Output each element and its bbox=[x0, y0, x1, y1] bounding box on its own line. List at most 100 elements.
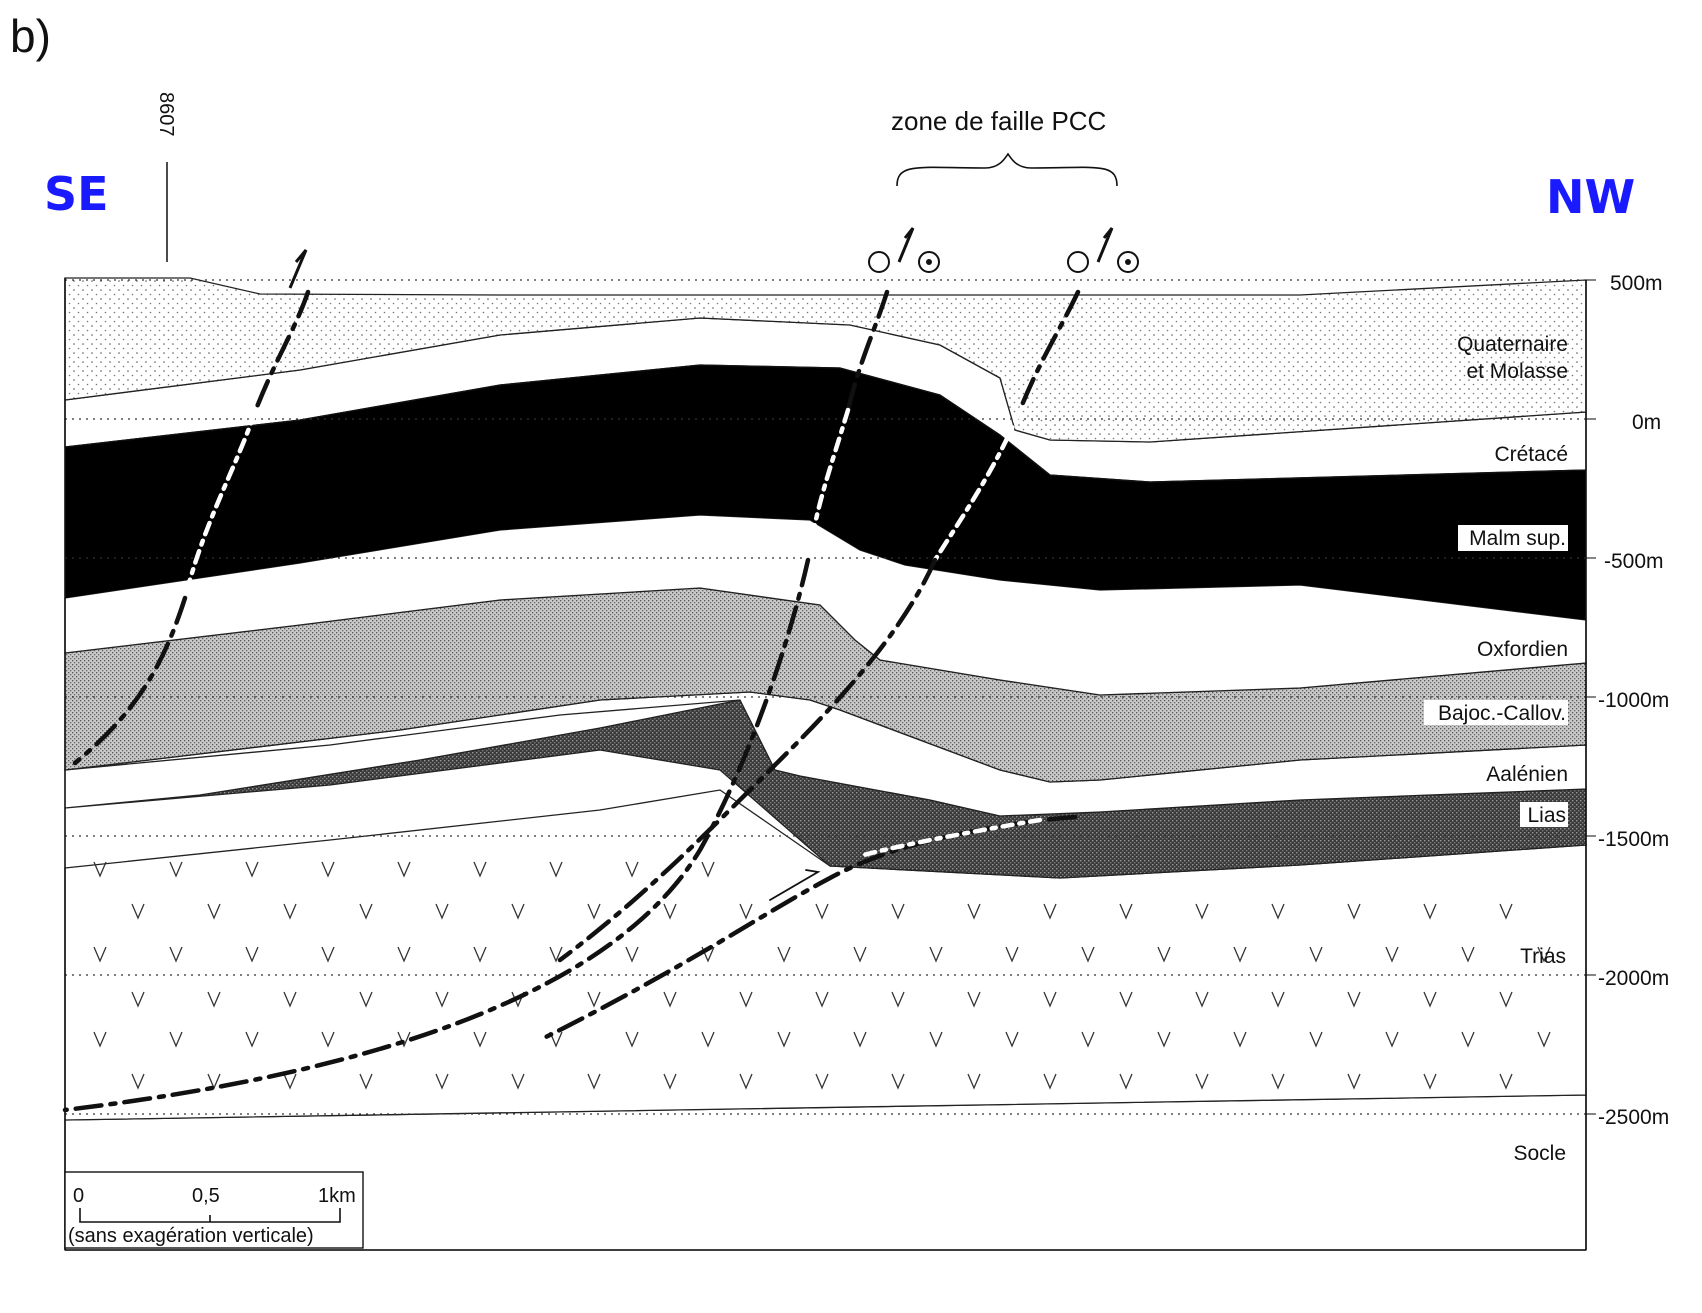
trias-v-mark bbox=[663, 903, 677, 920]
trias-v-mark bbox=[435, 903, 449, 920]
trias-v-mark bbox=[1271, 903, 1285, 920]
scale-tick-0: 0 bbox=[73, 1185, 84, 1207]
trias-v-mark bbox=[321, 1031, 335, 1048]
trias-v-mark bbox=[1423, 903, 1437, 920]
strata bbox=[64, 277, 1587, 1251]
label-cretace: Crétacé bbox=[1494, 443, 1568, 466]
trias-v-mark bbox=[1271, 991, 1285, 1008]
trias-v-mark bbox=[435, 1073, 449, 1090]
label-malm-box bbox=[1458, 525, 1568, 551]
trias-v-mark bbox=[625, 1031, 639, 1048]
trias-v-mark bbox=[1385, 1031, 1399, 1048]
well-marker: 8607 bbox=[155, 92, 177, 262]
trias-v-mark bbox=[1499, 1073, 1513, 1090]
trias-v-mark bbox=[929, 1031, 943, 1048]
well-label: 8607 bbox=[155, 92, 177, 137]
trias-v-mark bbox=[1043, 991, 1057, 1008]
layer-malm bbox=[65, 365, 1586, 620]
trias-v-mark bbox=[93, 1031, 107, 1048]
trias-v-mark bbox=[245, 946, 259, 963]
trias-v-mark bbox=[549, 861, 563, 878]
trias-v-mark bbox=[321, 861, 335, 878]
faults bbox=[62, 289, 1081, 1113]
trias-v-mark bbox=[777, 1031, 791, 1048]
trias-v-mark bbox=[1309, 1031, 1323, 1048]
label-quaternaire: Quaternaire bbox=[1457, 333, 1568, 356]
trias-v-mark bbox=[473, 946, 487, 963]
trias-v-mark bbox=[815, 903, 829, 920]
trias-v-mark bbox=[1271, 1073, 1285, 1090]
depth-tick-label: -2000m bbox=[1598, 967, 1669, 990]
trias-v-mark bbox=[587, 903, 601, 920]
panel-label: b) bbox=[10, 10, 51, 62]
trias-v-mark bbox=[1195, 903, 1209, 920]
scale-tick-05: 0,5 bbox=[192, 1185, 220, 1207]
trias-v-mark bbox=[891, 991, 905, 1008]
trias-v-mark bbox=[739, 903, 753, 920]
trias-v-mark bbox=[853, 1031, 867, 1048]
trias-v-mark bbox=[245, 861, 259, 878]
trias-v-mark bbox=[1233, 1031, 1247, 1048]
trias-v-mark bbox=[1423, 1073, 1437, 1090]
fault-pcc-2 bbox=[1017, 289, 1081, 413]
trias-v-mark bbox=[701, 861, 715, 878]
trias-v-mark bbox=[397, 946, 411, 963]
trias-v-mark bbox=[359, 1073, 373, 1090]
fault-pcc-2-white-segment bbox=[932, 407, 1023, 563]
trias-v-mark bbox=[1461, 946, 1475, 963]
trias-v-mark bbox=[739, 991, 753, 1008]
trias-v-symbols bbox=[93, 861, 1551, 1090]
trias-v-mark bbox=[625, 946, 639, 963]
trias-v-mark bbox=[1385, 946, 1399, 963]
trias-v-mark bbox=[815, 991, 829, 1008]
fault-se-white-segment bbox=[182, 409, 258, 601]
trias-v-mark bbox=[1081, 1031, 1095, 1048]
label-lias-box bbox=[1520, 802, 1568, 827]
trias-v-mark bbox=[1233, 946, 1247, 963]
trias-v-mark bbox=[1347, 1073, 1361, 1090]
trias-v-mark bbox=[549, 1031, 563, 1048]
fault-pcc-2-strike-slip-icon bbox=[1067, 227, 1139, 273]
trias-v-mark bbox=[1347, 991, 1361, 1008]
fault-pcc-1-lower bbox=[62, 557, 811, 1113]
trias-v-mark bbox=[207, 903, 221, 920]
depth-tick-label: -1000m bbox=[1598, 689, 1669, 712]
trias-v-mark bbox=[1499, 991, 1513, 1008]
trias-v-mark bbox=[967, 1073, 981, 1090]
trias-v-mark bbox=[1195, 1073, 1209, 1090]
trias-v-mark bbox=[283, 1073, 297, 1090]
fault-se-sense-icon bbox=[288, 249, 308, 289]
direction-se-label: SE bbox=[44, 167, 109, 221]
trias-v-mark bbox=[93, 946, 107, 963]
trias-v-mark bbox=[169, 1031, 183, 1048]
trias-v-mark bbox=[663, 1073, 677, 1090]
depth-tick-label: -2500m bbox=[1598, 1106, 1669, 1129]
fault-pcc-1-strike-slip-icon bbox=[868, 227, 940, 273]
trias-v-mark bbox=[245, 1031, 259, 1048]
trias-v-mark bbox=[587, 1073, 601, 1090]
scale-bar-box bbox=[64, 1171, 364, 1249]
trias-v-mark bbox=[701, 1031, 715, 1048]
label-molasse: et Molasse bbox=[1466, 360, 1568, 383]
trias-v-mark bbox=[1537, 946, 1551, 963]
label-bajoc-callov: Bajoc.-Callov. bbox=[1438, 702, 1566, 725]
fault-zone-label: zone de faille PCC bbox=[891, 106, 1106, 136]
trias-v-mark bbox=[1157, 1031, 1171, 1048]
fault-pcc-1 bbox=[845, 289, 890, 413]
trias-v-mark bbox=[1119, 1073, 1133, 1090]
trias-v-mark bbox=[397, 1031, 411, 1048]
trias-v-mark bbox=[321, 946, 335, 963]
trias-v-mark bbox=[131, 1073, 145, 1090]
trias-v-mark bbox=[473, 861, 487, 878]
depth-reference-lines bbox=[65, 279, 1596, 1115]
label-socle: Socle bbox=[1513, 1142, 1566, 1165]
trias-v-mark bbox=[283, 903, 297, 920]
fault-se bbox=[252, 289, 311, 415]
trias-v-mark bbox=[359, 991, 373, 1008]
trias-v-mark bbox=[853, 946, 867, 963]
fault-zone-brace bbox=[896, 152, 1118, 187]
fault-detachment-white-segment bbox=[857, 817, 1043, 859]
trias-v-mark bbox=[625, 861, 639, 878]
trias-v-mark bbox=[169, 946, 183, 963]
